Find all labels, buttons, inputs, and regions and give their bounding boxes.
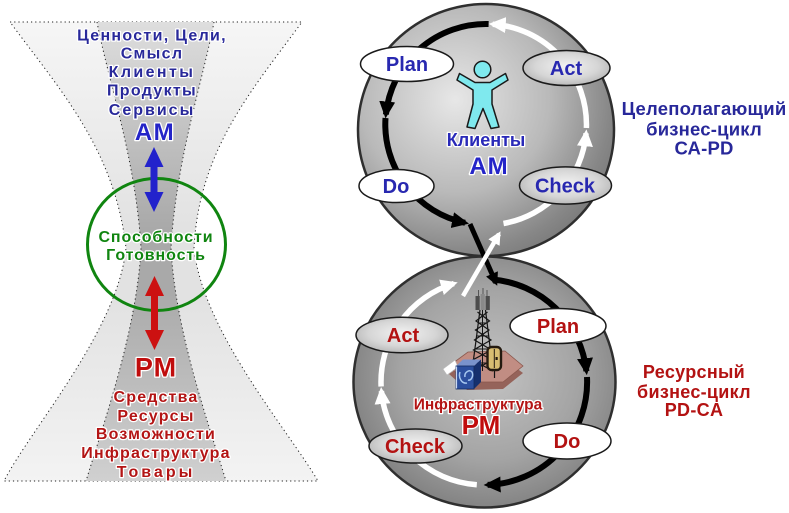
svg-text:Check: Check bbox=[385, 436, 446, 458]
svg-text:Товары: Товары bbox=[117, 464, 196, 481]
svg-text:АМ: АМ bbox=[135, 119, 175, 146]
svg-text:Целеполагающий: Целеполагающий bbox=[622, 98, 787, 119]
svg-text:Смысл: Смысл bbox=[121, 46, 184, 63]
svg-text:Act: Act bbox=[550, 58, 583, 80]
svg-text:Ресурсный: Ресурсный bbox=[643, 362, 745, 382]
svg-text:Do: Do bbox=[383, 176, 410, 198]
svg-text:Ценности, Цели,: Ценности, Цели, bbox=[77, 28, 227, 45]
svg-text:РМ: РМ bbox=[462, 410, 501, 440]
svg-text:Act: Act bbox=[387, 325, 420, 347]
svg-text:Plan: Plan bbox=[537, 316, 579, 338]
svg-text:Готовность: Готовность bbox=[106, 247, 206, 264]
svg-text:PD-CA: PD-CA bbox=[665, 400, 724, 420]
svg-text:Сервисы: Сервисы bbox=[109, 102, 195, 119]
svg-text:Do: Do bbox=[554, 431, 581, 453]
svg-text:Клиенты: Клиенты bbox=[109, 64, 196, 81]
svg-text:АМ: АМ bbox=[469, 153, 508, 180]
svg-text:Способности: Способности bbox=[98, 229, 213, 246]
svg-text:бизнес-цикл: бизнес-цикл bbox=[637, 382, 751, 402]
svg-text:Check: Check bbox=[535, 176, 596, 198]
svg-text:Plan: Plan bbox=[386, 54, 428, 76]
svg-text:Продукты: Продукты bbox=[107, 83, 197, 100]
svg-text:Инфраструктура: Инфраструктура bbox=[414, 397, 543, 414]
svg-text:РМ: РМ bbox=[135, 353, 177, 383]
svg-text:Инфраструктура: Инфраструктура bbox=[81, 445, 230, 462]
svg-text:Средства: Средства bbox=[113, 389, 198, 406]
svg-text:Ресурсы: Ресурсы bbox=[117, 408, 194, 425]
svg-text:Клиенты: Клиенты bbox=[447, 130, 526, 150]
svg-text:Возможности: Возможности bbox=[96, 426, 216, 443]
svg-text:СА-PD: СА-PD bbox=[674, 138, 733, 159]
svg-text:бизнес-цикл: бизнес-цикл bbox=[646, 119, 762, 140]
